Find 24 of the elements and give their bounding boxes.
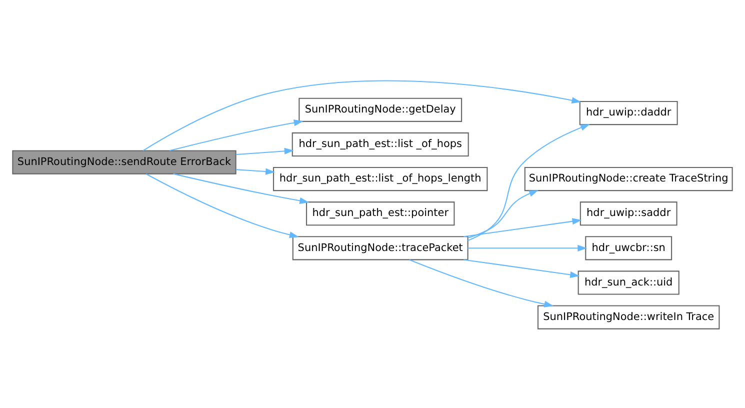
arrow: [236, 168, 275, 174]
node-box: SunIPRoutingNode::getDelay: [298, 97, 462, 122]
arrow: [236, 147, 294, 155]
node-box: hdr_sun_ack::uid: [578, 270, 680, 294]
arrow: [146, 173, 299, 238]
arrow: [468, 244, 588, 251]
node-box: SunIPRoutingNode::tracePacket: [292, 236, 468, 260]
node-box: hdr_uwcbr::sn: [585, 236, 672, 260]
node-box: SunIPRoutingNode::create TraceString: [524, 166, 733, 191]
node-box: SunIPRoutingNode::writeIn Trace: [537, 304, 720, 329]
node-box: SunIPRoutingNode::sendRoute ErrorBack: [12, 150, 236, 174]
node-box: hdr_uwip::daddr: [579, 100, 678, 125]
arrow: [464, 218, 582, 237]
arrow: [173, 172, 310, 204]
arrow: [468, 190, 539, 238]
node-box: hdr_uwip::saddr: [580, 201, 678, 226]
arrow: [169, 119, 304, 151]
node-box: hdr_sun_path_est::list _of_hops_length: [273, 166, 488, 191]
arrow: [464, 258, 580, 278]
node-box: hdr_sun_path_est::pointer: [306, 201, 455, 226]
arrow: [409, 258, 554, 307]
node-box: hdr_sun_path_est::list _of_hops: [292, 132, 469, 156]
arrow: [142, 80, 582, 151]
arrow: [468, 124, 590, 241]
